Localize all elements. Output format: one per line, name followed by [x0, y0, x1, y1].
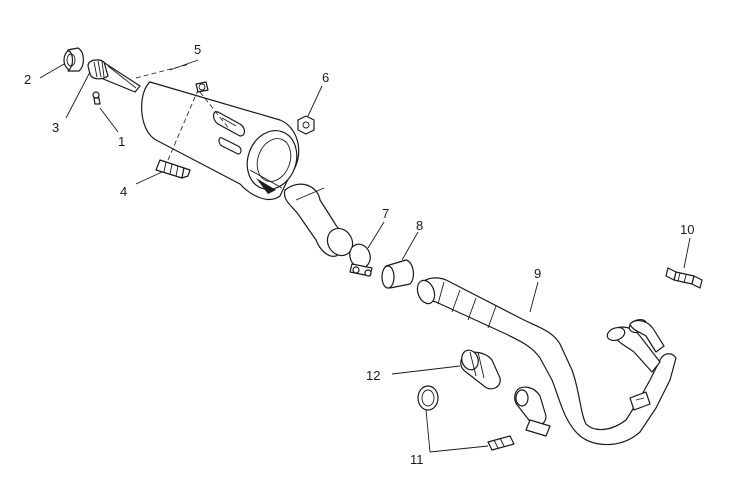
assembly-line-silencer-top	[135, 63, 191, 79]
end-cap-ring	[63, 47, 84, 72]
leader-2	[39, 63, 65, 79]
leader-7	[367, 221, 385, 249]
tail-spout	[87, 59, 141, 93]
callout-10: 10	[680, 222, 694, 237]
callout-1: 1	[118, 134, 125, 149]
leader-1	[99, 107, 119, 133]
hex-nut	[297, 115, 315, 135]
assembly-line-mount	[167, 89, 199, 161]
gasket-ring	[417, 385, 439, 411]
spring-connector	[665, 267, 703, 289]
leader-10	[683, 237, 691, 269]
callout-4: 4	[120, 184, 127, 199]
callout-8: 8	[416, 218, 423, 233]
leader-8	[401, 231, 419, 261]
silencer-outlet-pipe	[283, 183, 354, 257]
leader-4	[135, 171, 163, 185]
collector-pipe	[460, 349, 551, 437]
small-screw	[92, 91, 101, 105]
callout-9: 9	[534, 266, 541, 281]
leader-6	[307, 85, 323, 117]
gasket-sleeve	[487, 435, 515, 451]
callout-6: 6	[322, 70, 329, 85]
pipe-clamp	[349, 243, 373, 277]
leader-12	[391, 365, 461, 375]
callout-11: 11	[410, 452, 424, 467]
callout-7: 7	[382, 206, 389, 221]
silencer-body	[141, 81, 300, 201]
callout-5: 5	[194, 42, 201, 57]
header-pipe	[416, 277, 677, 446]
leader-11	[425, 409, 489, 453]
callout-12: 12	[366, 368, 380, 383]
assembly-line-silencer-bottom	[199, 91, 231, 131]
leader-3	[65, 71, 91, 119]
pipe-sleeve	[381, 259, 415, 289]
rubber-mount	[155, 159, 191, 179]
leader-9	[529, 281, 539, 313]
callout-3: 3	[52, 120, 59, 135]
callout-2: 2	[24, 72, 31, 87]
leader-5	[169, 59, 199, 71]
